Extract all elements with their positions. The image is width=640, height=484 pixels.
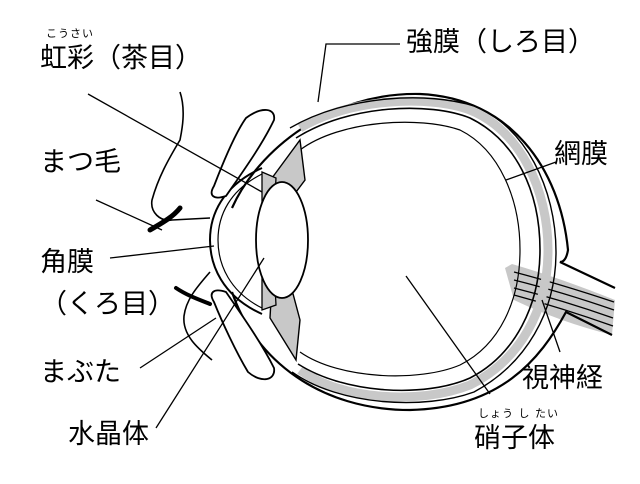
leader-sclera [317,43,400,103]
upper-eyelid [210,109,275,199]
cornea-label-line2: （くろ目） [40,289,175,320]
face-contour [150,91,211,222]
eyelash-lower [174,286,212,306]
leader-cornea [109,245,215,259]
cornea-inner [217,173,263,309]
eyelash-upper [147,205,183,233]
cornea-label-line1: 角膜 [40,247,94,278]
choroid-band [297,96,553,402]
leader-lens [155,257,265,429]
iris-reading: こうさい [46,27,94,40]
retina-label: 網膜 [554,139,608,170]
optic-nerve-label: 視神経 [522,363,603,394]
leader-optic-nerve [541,299,561,353]
lens-shape [255,181,309,299]
sclera-label: 強膜（しろ目） [406,27,595,58]
vitreous-boundary [299,121,521,377]
eyelid-label: まぶた [40,357,121,388]
vitreous-label: 硝子体 [474,423,555,454]
leader-iris [87,93,263,193]
leader-retina [505,161,557,181]
leader-vitreous [405,275,491,395]
leader-lines [87,43,561,429]
vitreous-reading: しょう し たい [478,407,559,420]
cheek-contour [183,271,213,361]
eyelash-label: まつ毛 [40,147,121,178]
leader-eyelid [139,317,217,369]
retina-line [295,107,541,392]
optic-nerve-fibers [513,271,615,327]
iris-label: 虹彩（茶目） [40,43,202,74]
leader-eyelash [95,199,163,231]
sclera-inner-line [289,97,557,404]
lens-label: 水晶体 [68,419,149,450]
lower-eyelid [210,289,275,381]
